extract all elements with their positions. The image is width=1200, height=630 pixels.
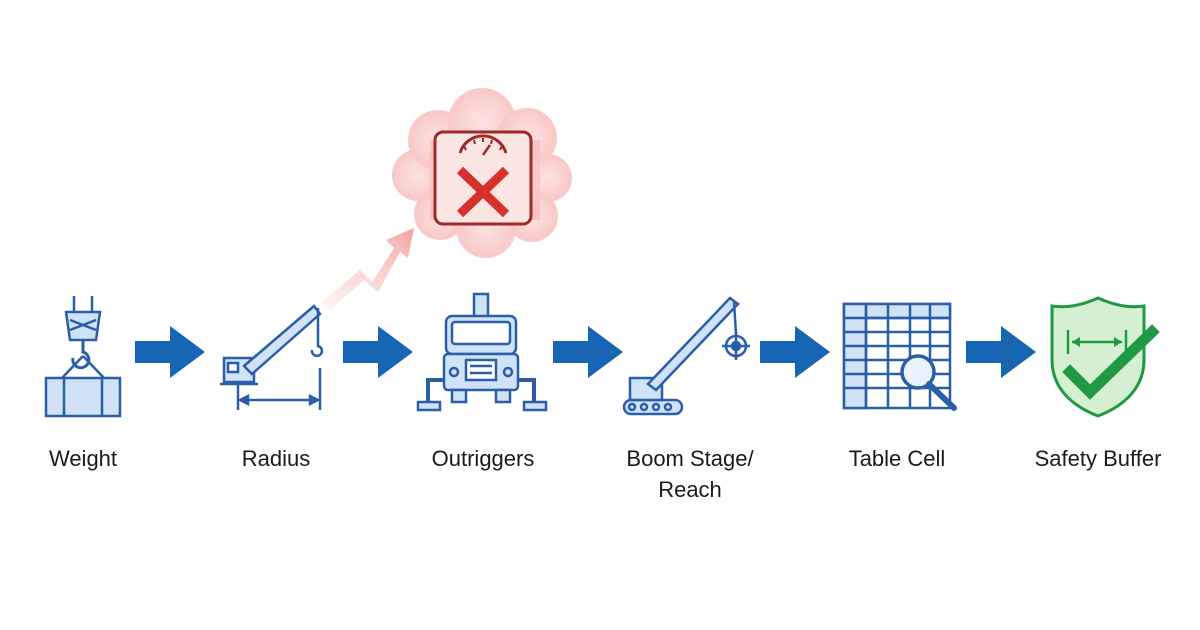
flow-arrow-4 — [760, 326, 830, 378]
step-label-weight: Weight — [48, 446, 118, 471]
flow-arrow-2 — [343, 326, 413, 378]
overload-callout — [322, 88, 572, 310]
step-label-boom-stage-reach: Boom Stage/ Reach — [626, 446, 754, 502]
step-label-table-cell: Table Cell — [848, 446, 946, 471]
rising-trend-arrow — [322, 228, 414, 310]
truck-outriggers-icon — [416, 292, 548, 412]
step-label-radius: Radius — [241, 446, 311, 471]
step-label-safety-buffer: Safety Buffer — [1034, 446, 1162, 471]
crawler-crane-reach-icon — [622, 296, 750, 416]
flow-arrow-1 — [135, 326, 205, 378]
flow-arrow-5 — [966, 326, 1036, 378]
load-hook-icon — [44, 296, 122, 418]
step-label-outriggers: Outriggers — [431, 446, 535, 471]
flow-arrows — [135, 326, 1036, 378]
safety-shield-check-icon — [1050, 296, 1160, 418]
crane-radius-icon — [220, 304, 324, 410]
flow-arrow-3 — [553, 326, 623, 378]
overload-scale-x-icon — [433, 130, 533, 226]
load-chart-table-icon — [842, 302, 957, 411]
